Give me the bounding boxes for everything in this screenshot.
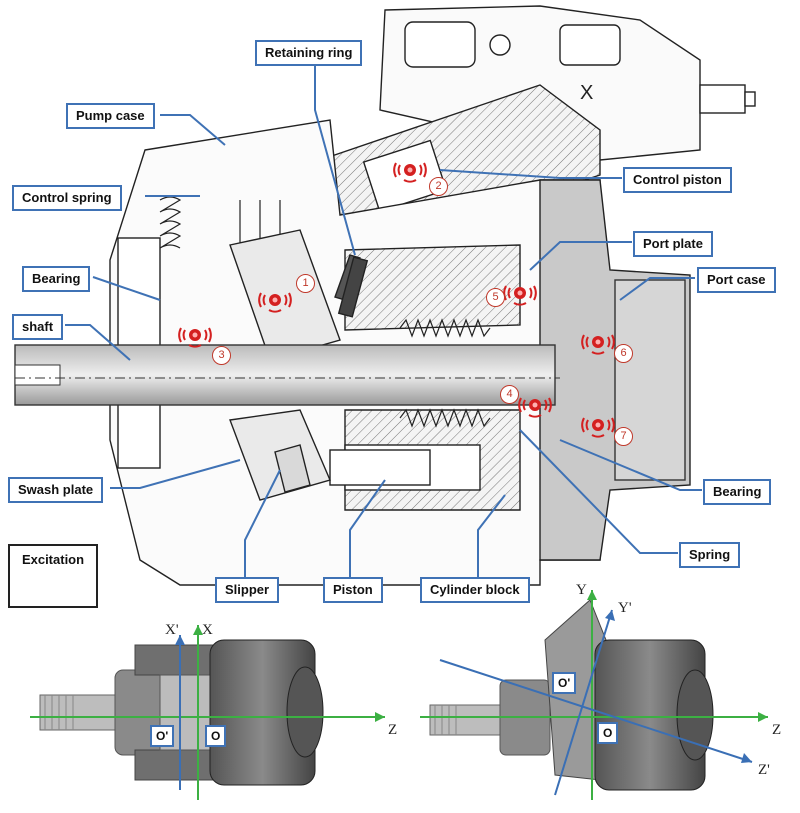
excitation-number-6: 6 (614, 344, 633, 363)
axis-z-right: Z (772, 722, 782, 738)
excitation-number-3: 3 (212, 346, 231, 365)
legend-title: Excitation (21, 552, 85, 567)
label-port-case: Port case (697, 267, 776, 293)
label-spring: Spring (679, 542, 741, 568)
assembly-right (429, 599, 714, 791)
excitation-number-5: 5 (486, 288, 505, 307)
axis-y-prime-right: Y' (618, 600, 632, 616)
pump-cross-section (109, 5, 756, 586)
origin-o-prime-left: O' (150, 725, 175, 747)
label-swash-plate: Swash plate (8, 477, 104, 503)
axis-z-left: Z (388, 722, 398, 738)
section-x-mark: X (580, 82, 594, 104)
origin-o-prime-right: O' (552, 672, 577, 694)
excitation-legend: Excitation (8, 544, 98, 608)
label-bearing-right: Bearing (703, 479, 772, 505)
label-retaining-ring: Retaining ring (255, 40, 363, 66)
label-pump-case: Pump case (66, 103, 155, 129)
origin-o-right: O (597, 722, 619, 744)
label-shaft: shaft (12, 314, 64, 340)
label-cylinder-block: Cylinder block (420, 577, 530, 603)
excitation-number-2: 2 (429, 177, 448, 196)
label-piston: Piston (323, 577, 383, 603)
axes-left (30, 625, 385, 800)
origin-o-left: O (205, 725, 227, 747)
axes-right (420, 590, 768, 800)
excitation-number-7: 7 (614, 427, 633, 446)
excitation-number-1: 1 (296, 274, 315, 293)
shaft-drawing (14, 344, 556, 406)
label-bearing-left: Bearing (22, 266, 91, 292)
axis-x-prime-left: X' (165, 622, 179, 638)
label-control-spring: Control spring (12, 185, 122, 211)
assembly-left (39, 639, 324, 786)
axis-z-prime-right: Z' (758, 762, 770, 778)
axis-x-left: X (202, 622, 213, 638)
callout-lines (65, 57, 702, 580)
label-control-piston: Control piston (623, 167, 732, 193)
axis-y-right: Y (576, 582, 587, 598)
label-slipper: Slipper (215, 577, 280, 603)
label-port-plate: Port plate (633, 231, 713, 257)
excitation-number-4: 4 (500, 385, 519, 404)
